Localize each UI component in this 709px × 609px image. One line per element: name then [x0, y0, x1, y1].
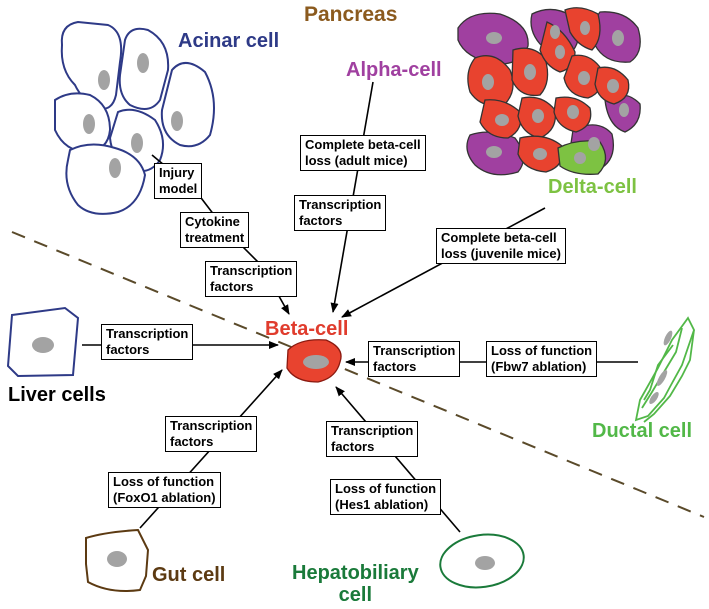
box-line: Loss of function — [335, 481, 437, 496]
nucleus — [107, 551, 127, 567]
islet-nuclei — [482, 21, 629, 164]
nucleus — [137, 53, 149, 73]
nucleus — [550, 25, 560, 39]
acinar-cell-label: Acinar cell — [178, 30, 280, 52]
nucleus — [98, 70, 110, 90]
nucleus — [524, 64, 536, 80]
nucleus — [607, 79, 619, 93]
boundary-dashed-line — [11, 231, 705, 518]
nucleus — [482, 74, 494, 90]
nucleus — [486, 32, 502, 44]
gut-cell-label: Gut cell — [152, 564, 226, 586]
hes1-box: Loss of function (Hes1 ablation) — [330, 479, 442, 515]
acinar-cell — [65, 143, 147, 215]
hepatobiliary-cell-label: Hepatobiliary cell — [292, 562, 419, 606]
nucleus — [171, 111, 183, 131]
box-line: Transcription — [106, 326, 189, 341]
nucleus — [656, 370, 668, 386]
nucleus — [663, 330, 673, 346]
hepatobiliary-label-line2: cell — [338, 584, 373, 606]
tf-ductal-box: Transcription factors — [368, 341, 461, 377]
nucleus — [619, 103, 629, 117]
box-line: Transcription — [299, 197, 382, 212]
box-line: Transcription — [170, 418, 253, 433]
tf-hepatobiliary-box: Transcription factors — [326, 421, 419, 457]
ductal-cell-label: Ductal cell — [592, 420, 693, 442]
nucleus — [495, 114, 509, 126]
box-line: (FoxO1 ablation) — [113, 490, 216, 505]
box-line: Injury — [159, 165, 195, 180]
acinar-cell — [160, 62, 215, 148]
box-line: factors — [170, 434, 214, 449]
nucleus — [612, 30, 624, 46]
box-line: Transcription — [373, 343, 456, 358]
hepatobiliary-label-line1: Hepatobiliary — [292, 562, 419, 584]
box-line: Loss of function — [113, 474, 215, 489]
nucleus — [109, 158, 121, 178]
box-line: factors — [210, 279, 254, 294]
box-line: Complete beta-cell — [441, 230, 557, 245]
box-line: factors — [299, 213, 343, 228]
box-line: (Hes1 ablation) — [335, 497, 429, 512]
ductal-cell-shape — [634, 316, 695, 423]
box-line: treatment — [185, 230, 245, 245]
tf-acinar-box: Transcription factors — [205, 261, 298, 297]
box-line: factors — [106, 342, 150, 357]
beta-cell-label: Beta-cell — [265, 318, 349, 340]
box-line: Cytokine — [185, 214, 240, 229]
tf-alpha-box: Transcription factors — [294, 195, 387, 231]
nucleus — [580, 21, 590, 35]
nucleus — [588, 137, 600, 151]
nucleus — [486, 146, 502, 158]
foxo1-box: Loss of function (FoxO1 ablation) — [108, 472, 221, 508]
tf-gut-box: Transcription factors — [165, 416, 258, 452]
delta-cell-label: Delta-cell — [548, 176, 637, 198]
nucleus — [131, 133, 143, 153]
box-line: loss (adult mice) — [305, 153, 408, 168]
nucleus — [475, 556, 495, 570]
alpha-cell-label: Alpha-cell — [346, 59, 442, 81]
tf-liver-box: Transcription factors — [101, 324, 194, 360]
box-line: factors — [373, 359, 417, 374]
nucleus — [83, 114, 95, 134]
box-line: Loss of function — [491, 343, 593, 358]
liver-cells-label: Liver cells — [8, 384, 106, 406]
nucleus — [532, 109, 544, 123]
pancreas-label: Pancreas — [304, 3, 398, 26]
acinar-nuclei — [83, 53, 183, 178]
box-line: Transcription — [331, 423, 414, 438]
box-line: Complete beta-cell — [305, 137, 421, 152]
box-line: loss (juvenile mice) — [441, 246, 561, 261]
nucleus — [578, 71, 590, 85]
nucleus — [533, 148, 547, 160]
box-line: factors — [331, 439, 375, 454]
nucleus — [649, 392, 659, 404]
adult-loss-box: Complete beta-cell loss (adult mice) — [300, 135, 426, 171]
nucleus — [555, 45, 565, 59]
fbw7-box: Loss of function (Fbw7 ablation) — [486, 341, 598, 377]
box-line: model — [159, 181, 198, 196]
nucleus — [574, 152, 586, 164]
nucleus — [567, 105, 579, 119]
box-line: Transcription — [210, 263, 293, 278]
injury-model-box: Injury model — [154, 163, 203, 199]
juvenile-loss-box: Complete beta-cell loss (juvenile mice) — [436, 228, 566, 264]
nucleus — [303, 355, 329, 369]
box-line: (Fbw7 ablation) — [491, 359, 587, 374]
cytokine-treatment-box: Cytokine treatment — [180, 212, 250, 248]
nucleus — [32, 337, 54, 353]
